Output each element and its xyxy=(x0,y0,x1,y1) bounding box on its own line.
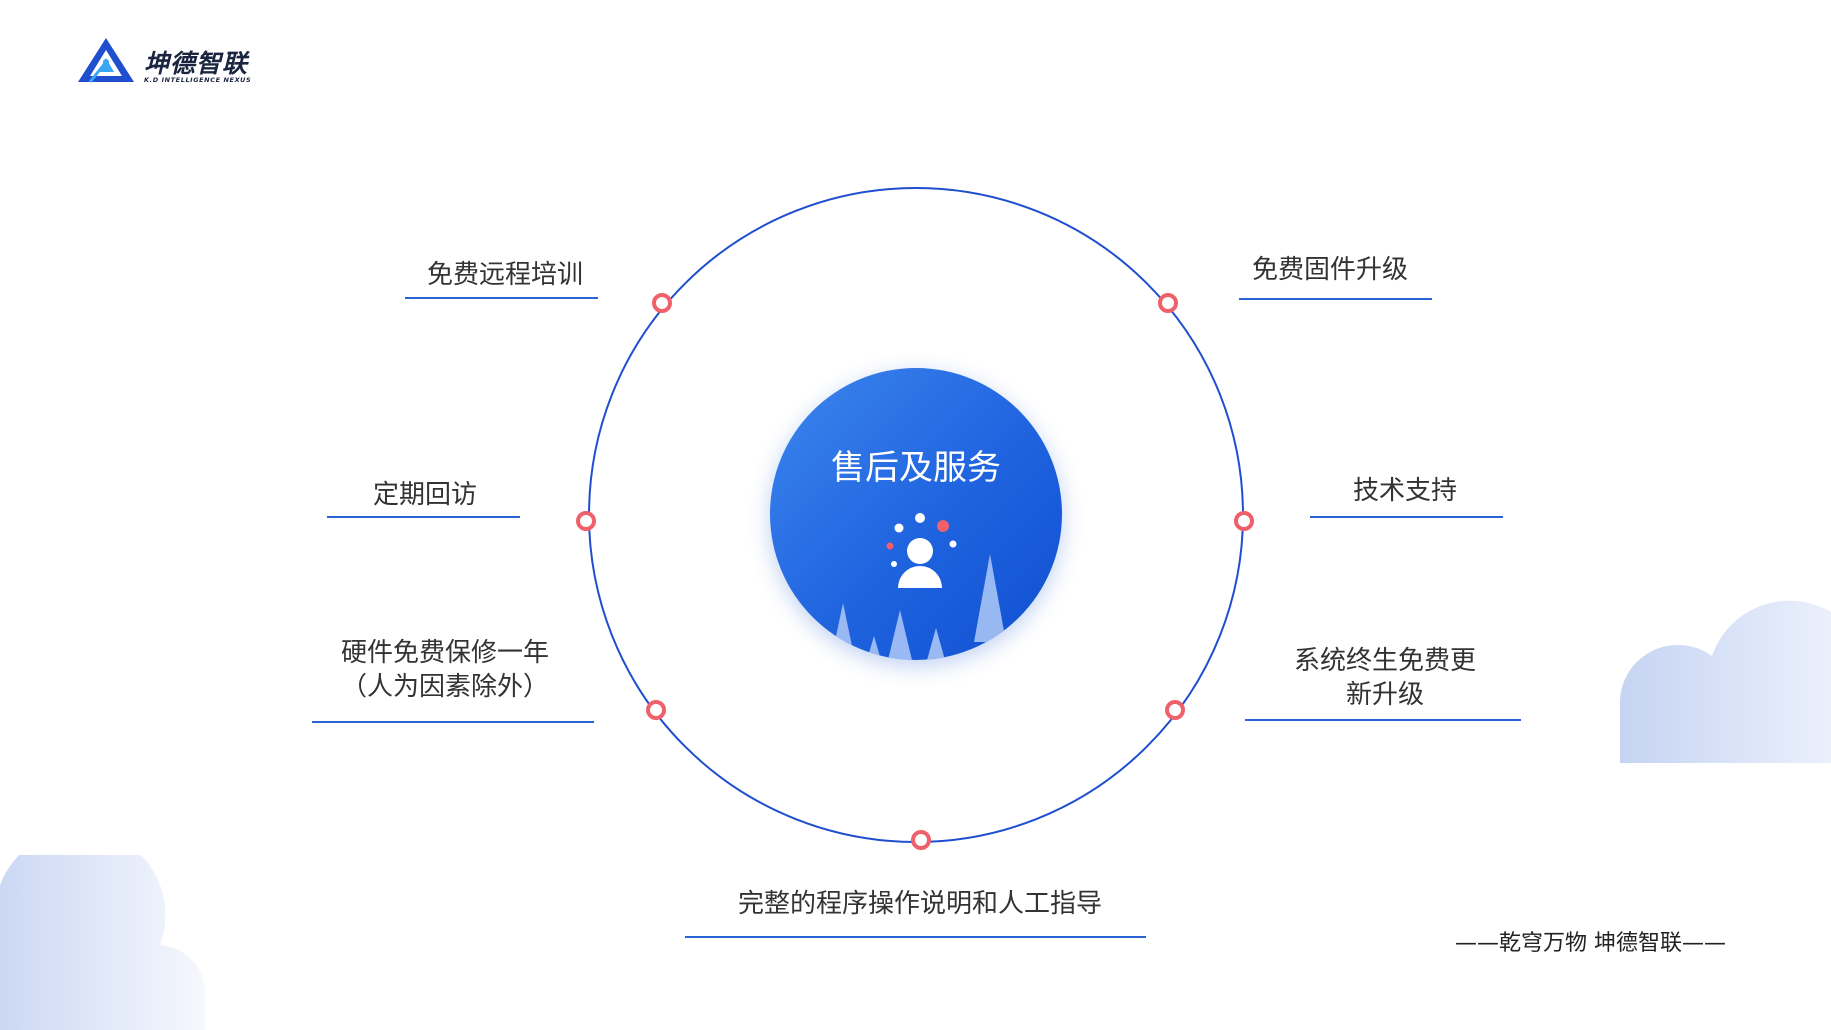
brand-name: 坤德智联 xyxy=(144,49,249,78)
ring-marker xyxy=(646,700,666,720)
item-system-upgrade-line2: 新升级 xyxy=(1345,680,1424,710)
cloud-decoration-icon xyxy=(0,855,205,1030)
center-circle: 售后及服务 xyxy=(770,368,1062,660)
brand-logo: 坤德智联 K.D INTELLIGENCE NEXUS xyxy=(76,36,276,86)
center-illustration xyxy=(834,513,1006,660)
triangle-logo-icon xyxy=(78,38,134,83)
ring-marker xyxy=(911,830,931,850)
item-system-upgrade-line1: 系统终生免费更 xyxy=(1293,646,1476,676)
item-underline xyxy=(327,516,520,518)
user-service-icon xyxy=(886,513,957,588)
item-regular-followup: 定期回访 xyxy=(372,480,477,510)
brand-subtitle: K.D INTELLIGENCE NEXUS xyxy=(144,76,252,84)
item-hardware-warranty-line1: 硬件免费保修一年 xyxy=(340,638,549,668)
tagline: ——乾穹万物 坤德智联—— xyxy=(1455,931,1726,956)
item-underline xyxy=(1239,298,1432,300)
item-hardware-warranty-line2: （人为因素除外） xyxy=(340,672,549,702)
center-title: 售后及服务 xyxy=(831,448,1001,488)
item-technical-support: 技术支持 xyxy=(1352,476,1457,506)
ring-marker xyxy=(1165,700,1185,720)
item-hardware-warranty: 硬件免费保修一年 （人为因素除外） xyxy=(300,636,590,704)
item-underline xyxy=(1245,719,1521,721)
item-firmware-upgrade: 免费固件升级 xyxy=(1251,255,1408,285)
item-underline xyxy=(1310,516,1503,518)
cloud-decoration-icon xyxy=(1620,600,1831,763)
item-system-upgrade: 系统终生免费更 新升级 xyxy=(1245,644,1525,712)
item-underline xyxy=(312,721,594,723)
item-operation-guide: 完整的程序操作说明和人工指导 xyxy=(737,889,1102,919)
item-underline xyxy=(685,936,1146,938)
ring-marker xyxy=(652,293,672,313)
ring-marker xyxy=(576,511,596,531)
item-underline xyxy=(405,297,598,299)
tree-silhouettes-icon xyxy=(834,554,1006,660)
ring-marker xyxy=(1158,293,1178,313)
item-remote-training: 免费远程培训 xyxy=(426,260,583,290)
ring-marker xyxy=(1234,511,1254,531)
